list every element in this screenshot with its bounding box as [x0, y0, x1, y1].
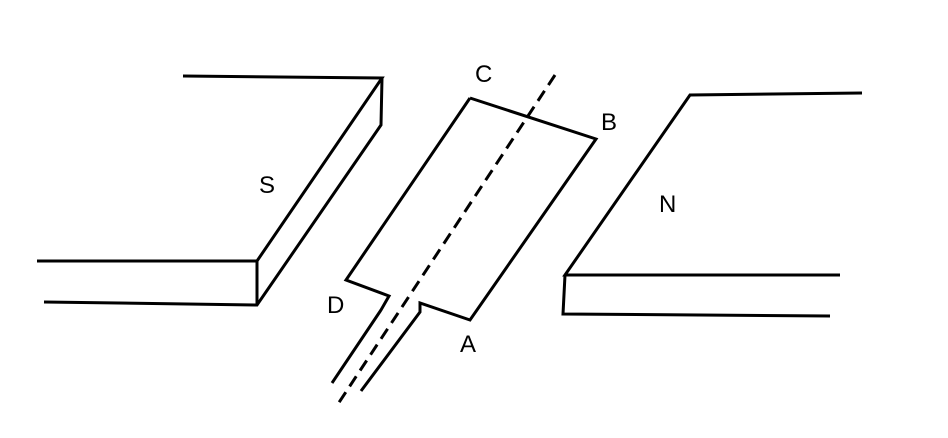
north-magnet-top-face	[562, 91, 863, 277]
rotation-axis	[336, 74, 557, 405]
south-magnet-top-face	[37, 74, 385, 263]
coil-abcd	[330, 96, 599, 392]
corner-b-label: B	[601, 109, 617, 136]
corner-c-label: C	[475, 61, 492, 88]
corner-a-label: A	[460, 331, 476, 358]
coil-loop	[359, 96, 599, 392]
north-magnet	[561, 91, 863, 318]
north-magnet-front-edge	[561, 274, 831, 318]
south-magnet	[37, 74, 385, 307]
north-pole-label: N	[659, 191, 676, 218]
south-pole-label: S	[259, 172, 275, 199]
corner-d-label: D	[327, 292, 344, 319]
coil-loop-left	[330, 97, 472, 384]
south-magnet-front-edge	[43, 77, 384, 307]
